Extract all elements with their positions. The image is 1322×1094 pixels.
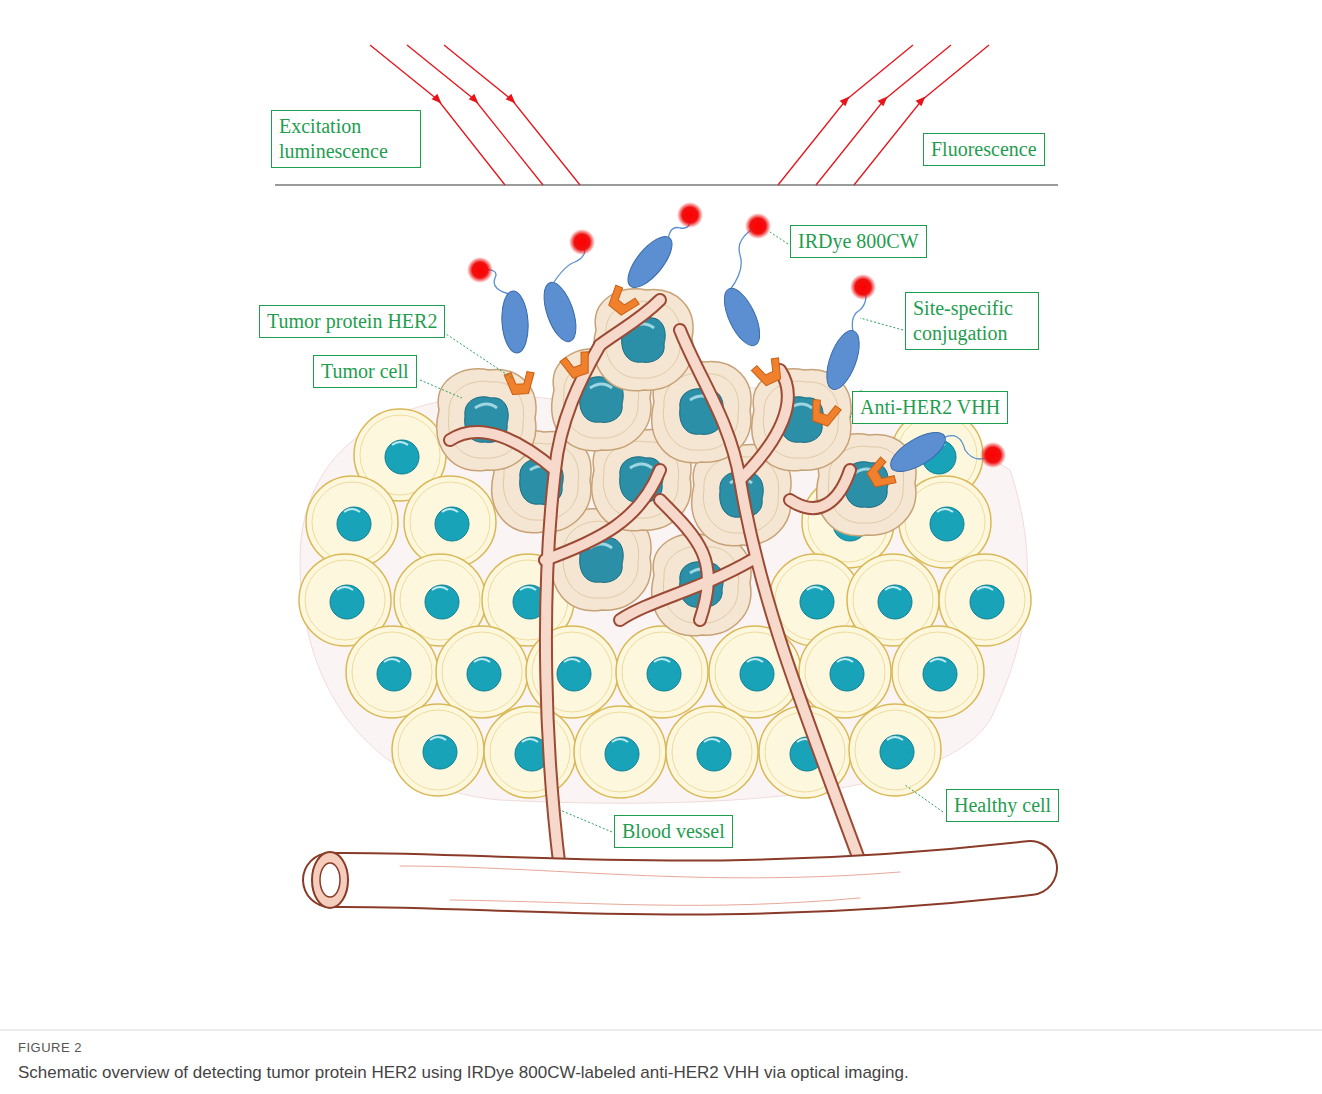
label-box: IRDye 800CW (790, 225, 927, 258)
label-text: Tumor cell (321, 359, 409, 384)
label-text: IRDye 800CW (798, 229, 919, 254)
label-box: Healthy cell (946, 789, 1059, 822)
label-box: Fluorescence (923, 133, 1045, 166)
label-box: Anti-HER2 VHH (852, 391, 1008, 424)
caption: Schematic overview of detecting tumor pr… (18, 1063, 1308, 1083)
label-box: Tumor protein HER2 (259, 305, 445, 338)
label-box: Excitation luminescence (271, 110, 421, 168)
label-text: Tumor protein HER2 (267, 309, 437, 334)
label-text: Fluorescence (931, 137, 1037, 162)
label-text: Site-specific conjugation (913, 296, 1031, 346)
label-text: Blood vessel (622, 819, 725, 844)
label-box: Tumor cell (313, 355, 417, 388)
label-box: Site-specific conjugation (905, 292, 1039, 350)
label-box: Blood vessel (614, 815, 733, 848)
label-text: Excitation luminescence (279, 114, 413, 164)
figure-number: FIGURE 2 (18, 1040, 82, 1055)
label-text: Healthy cell (954, 793, 1051, 818)
label-text: Anti-HER2 VHH (860, 395, 1000, 420)
